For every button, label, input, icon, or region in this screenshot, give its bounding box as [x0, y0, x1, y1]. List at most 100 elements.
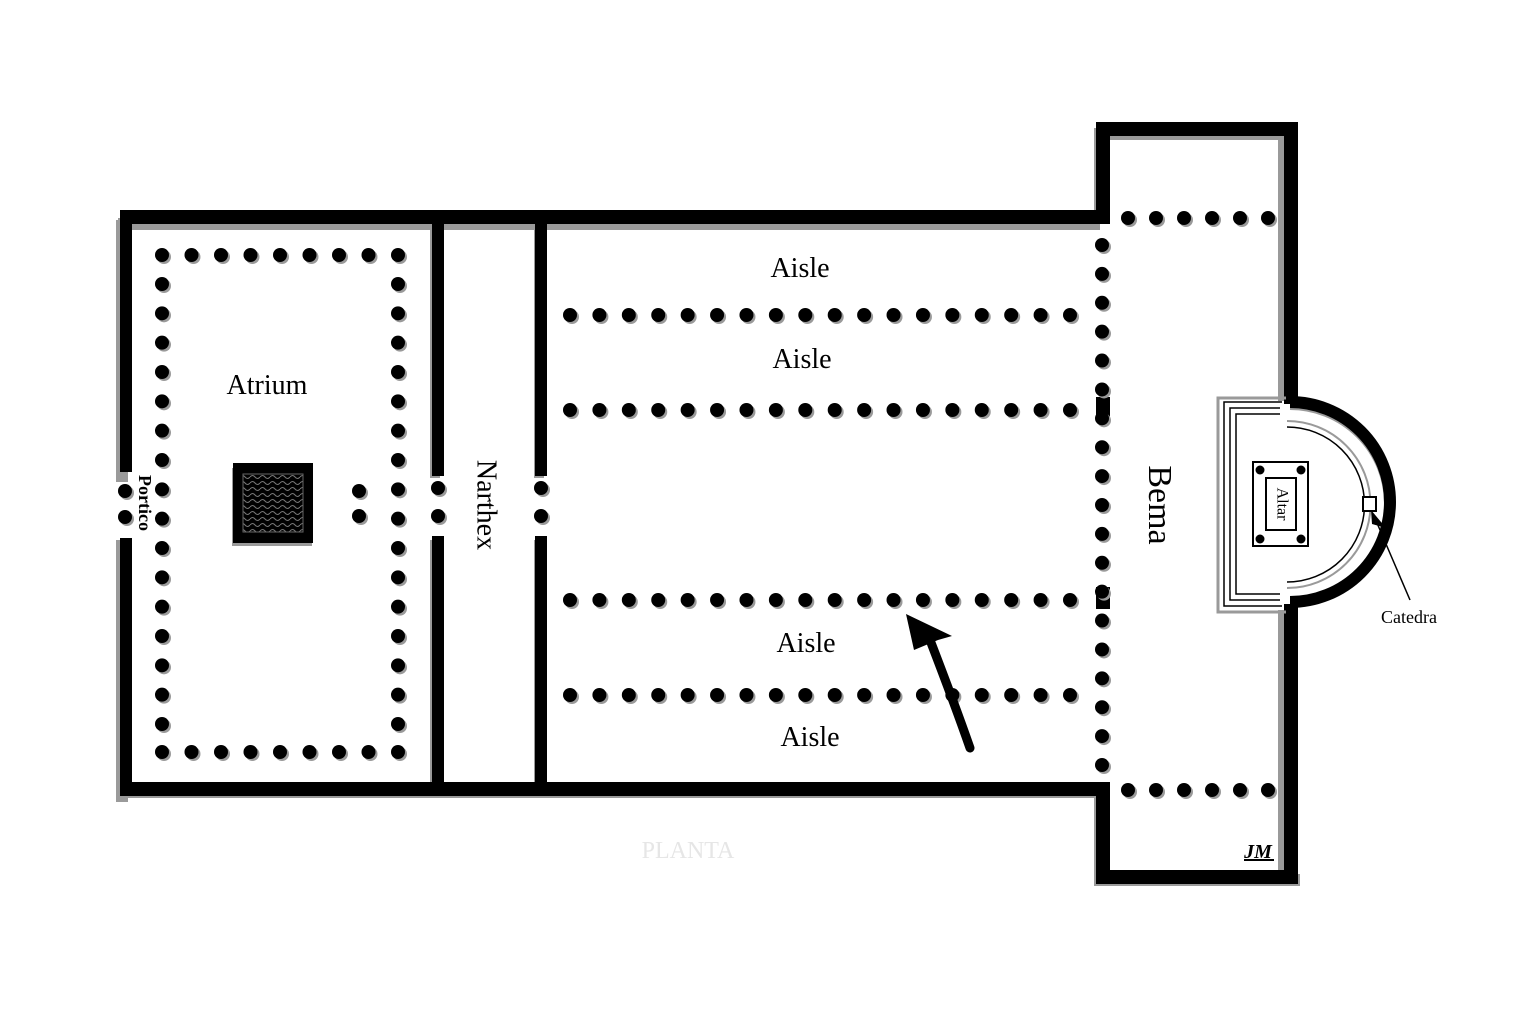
column [184, 745, 199, 759]
column [857, 308, 872, 322]
column [214, 745, 228, 759]
west-wall-upper [120, 210, 132, 472]
column [155, 365, 169, 379]
column [739, 688, 754, 702]
aisle-label-2: Aisle [772, 344, 831, 375]
column [915, 593, 930, 607]
column [361, 745, 376, 759]
column [680, 308, 695, 322]
column [391, 335, 405, 350]
atrium-fountain [232, 463, 313, 546]
column [391, 248, 405, 262]
column [915, 688, 930, 702]
column [592, 308, 607, 322]
column [391, 745, 405, 759]
column [273, 745, 287, 759]
column [680, 593, 695, 607]
column [563, 593, 577, 607]
column [431, 509, 445, 523]
transept-west-north [1096, 122, 1110, 224]
column [827, 688, 842, 702]
column [155, 248, 169, 262]
column [361, 248, 376, 262]
column [798, 403, 813, 417]
column [1033, 688, 1048, 702]
column [857, 593, 872, 607]
column [1095, 469, 1109, 484]
column [1063, 308, 1077, 322]
column [945, 308, 960, 322]
annotation-arrow-icon [906, 614, 975, 753]
aisle-label-3: Aisle [776, 628, 835, 659]
column [945, 593, 960, 607]
column [1261, 783, 1275, 797]
column [118, 484, 132, 498]
column [563, 308, 577, 322]
bottom-wall [120, 782, 1106, 796]
faded-planta-label: PLANTA [642, 838, 735, 864]
column [1063, 403, 1077, 417]
column [155, 482, 169, 497]
column [391, 687, 405, 702]
column [563, 403, 577, 417]
transept-east-south [1284, 604, 1298, 884]
column [651, 308, 666, 322]
column [798, 593, 813, 607]
column [1095, 729, 1109, 744]
column [302, 745, 317, 759]
column [710, 308, 725, 322]
column [651, 593, 666, 607]
column [243, 248, 258, 262]
column [391, 541, 405, 555]
column [391, 599, 405, 614]
column [974, 403, 989, 417]
portico-label: Portico [135, 475, 155, 531]
faded-text: PLANTA [642, 838, 735, 864]
column [391, 306, 405, 321]
column [1095, 613, 1109, 628]
column [391, 570, 405, 585]
column [1063, 688, 1077, 702]
column [974, 593, 989, 607]
room-labels: Atrium Portico Narthex Aisle Aisle Aisle… [135, 253, 1178, 753]
column [710, 403, 725, 417]
narthex-label: Narthex [471, 460, 502, 550]
column [1261, 211, 1275, 225]
column [243, 745, 258, 759]
column [827, 403, 842, 417]
column [155, 599, 169, 614]
transept-east-north [1284, 122, 1298, 404]
atrium-label: Atrium [227, 370, 308, 401]
column [1004, 403, 1019, 417]
column [391, 717, 405, 731]
column [1095, 526, 1109, 541]
column [798, 688, 813, 702]
column [391, 423, 405, 438]
transept-north-wall [1096, 122, 1298, 136]
column [534, 481, 548, 495]
column [391, 394, 405, 409]
column [739, 593, 754, 607]
column [155, 277, 169, 291]
column [1095, 295, 1109, 310]
column [391, 511, 405, 526]
column [155, 687, 169, 702]
column [1095, 584, 1109, 599]
column [1095, 353, 1109, 368]
catedra-seat [1362, 496, 1377, 512]
catedra: Catedra [1362, 496, 1437, 627]
narthex-east-wall-upper [535, 220, 547, 476]
column [1004, 593, 1019, 607]
column [974, 688, 989, 702]
column [155, 541, 169, 555]
bema-label: Bema [1141, 465, 1178, 544]
altar-label: Altar [1273, 488, 1290, 522]
column [592, 403, 607, 417]
column [974, 308, 989, 322]
column [155, 453, 169, 467]
column [945, 403, 960, 417]
column [155, 394, 169, 409]
column [155, 306, 169, 321]
column [886, 688, 901, 702]
